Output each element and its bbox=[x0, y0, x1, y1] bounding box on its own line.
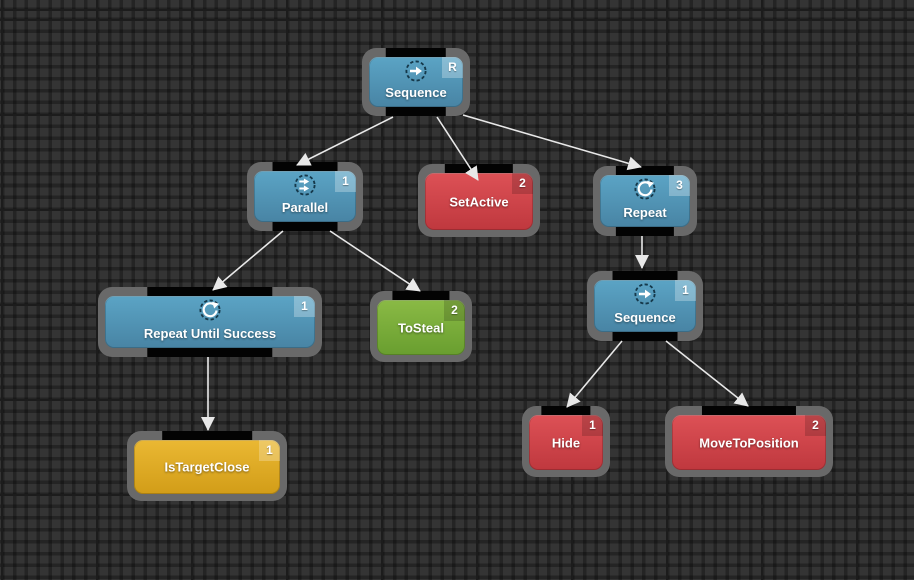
node-order-badge: R bbox=[442, 57, 463, 78]
node-input-connector-bar[interactable] bbox=[615, 166, 675, 175]
node-root-sequence[interactable]: R Sequence bbox=[362, 48, 470, 116]
node-input-connector-bar[interactable] bbox=[272, 162, 338, 171]
node-output-connector-bar[interactable] bbox=[615, 227, 675, 236]
node-order-badge: 2 bbox=[444, 300, 465, 321]
node-label: MoveToPosition bbox=[699, 435, 799, 450]
node-label: IsTargetClose bbox=[164, 459, 250, 475]
node-input-connector-bar[interactable] bbox=[701, 406, 797, 415]
node-label: Repeat Until Success bbox=[143, 326, 277, 341]
node-output-connector-bar[interactable] bbox=[147, 348, 273, 357]
node-order-badge: 1 bbox=[294, 296, 315, 317]
edge-sequence-2-to-hide bbox=[566, 340, 623, 408]
node-order-badge: 3 bbox=[669, 175, 690, 196]
sequence-arrow-icon bbox=[633, 282, 657, 306]
node-input-connector-bar[interactable] bbox=[541, 406, 591, 415]
node-order-badge: 1 bbox=[259, 440, 280, 461]
node-input-connector-bar[interactable] bbox=[385, 48, 447, 57]
node-body[interactable]: R Sequence bbox=[369, 57, 463, 107]
sequence-arrow-icon bbox=[404, 59, 428, 83]
node-output-connector-bar[interactable] bbox=[612, 332, 678, 341]
parallel-arrows-icon bbox=[293, 173, 317, 197]
node-order-badge: 1 bbox=[675, 280, 696, 301]
node-order-badge: 1 bbox=[582, 415, 603, 436]
node-input-connector-bar[interactable] bbox=[444, 164, 514, 173]
edge-root-sequence-to-parallel bbox=[296, 116, 394, 166]
edge-sequence-2-to-movetoposition bbox=[665, 340, 749, 407]
node-label: Sequence bbox=[614, 310, 676, 325]
node-label: Sequence bbox=[385, 85, 447, 100]
repeat-circular-arrow-icon bbox=[633, 177, 657, 201]
node-input-connector-bar[interactable] bbox=[147, 287, 273, 296]
node-label: Hide bbox=[551, 435, 581, 450]
node-label: Parallel bbox=[281, 200, 329, 215]
node-order-badge: 1 bbox=[335, 171, 356, 192]
edge-parallel-to-tosteal bbox=[329, 230, 421, 292]
node-input-connector-bar[interactable] bbox=[612, 271, 678, 280]
node-order-badge: 2 bbox=[805, 415, 826, 436]
node-order-badge: 2 bbox=[512, 173, 533, 194]
node-output-connector-bar[interactable] bbox=[385, 107, 447, 116]
edge-root-sequence-to-repeat bbox=[462, 114, 642, 171]
node-input-connector-bar[interactable] bbox=[392, 291, 450, 300]
node-input-connector-bar[interactable] bbox=[162, 431, 252, 440]
repeat-circular-arrow-icon bbox=[198, 298, 222, 322]
edge-parallel-to-repeat-until-success bbox=[212, 230, 284, 291]
node-label: ToSteal bbox=[398, 320, 444, 335]
node-label: SetActive bbox=[449, 194, 509, 209]
node-output-connector-bar[interactable] bbox=[272, 222, 338, 231]
node-label: Repeat bbox=[623, 205, 667, 220]
